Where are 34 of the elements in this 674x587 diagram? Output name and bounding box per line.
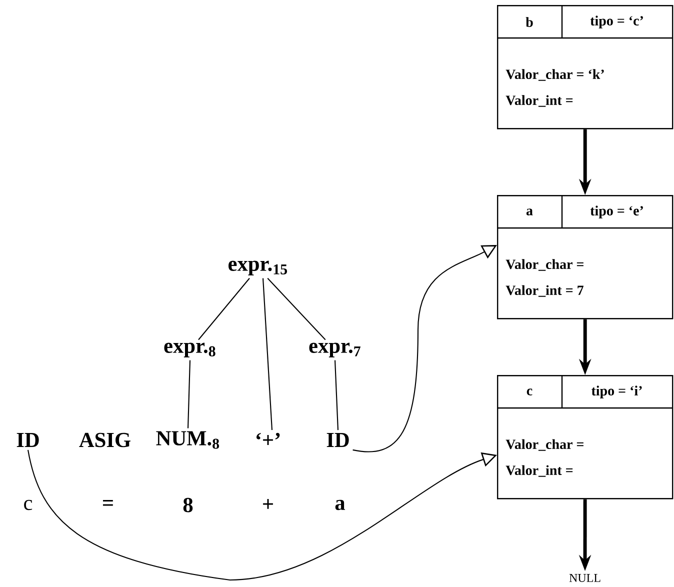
- tree-symbol: ASIG: [79, 432, 130, 448]
- field-text: Valor_int =: [506, 95, 573, 107]
- field-text: Valor_int =: [506, 465, 573, 477]
- record-box: [497, 5, 674, 130]
- token-label: 8: [183, 498, 193, 512]
- token-label: a: [335, 500, 346, 510]
- token-label: =: [103, 500, 113, 506]
- tree-line: [334, 360, 339, 430]
- tree-symbol: expr.$_{8}$: [164, 342, 216, 358]
- record-box: [497, 195, 674, 320]
- record-box: [497, 375, 674, 500]
- tree-symbol: expr.$_{7}$: [309, 342, 360, 358]
- field-text: tipo = ‘i’: [591, 386, 642, 398]
- field-text: Valor_char =: [506, 439, 584, 451]
- null-label: NULL: [569, 574, 600, 582]
- field-text: a: [526, 208, 533, 216]
- field-text: Valor_char =: [506, 259, 584, 271]
- field-text: b: [526, 17, 533, 27]
- tree-line: [187, 360, 191, 428]
- field-text: tipo = ‘e’: [590, 206, 643, 218]
- tree-symbol: ‘+’: [256, 432, 280, 445]
- tree-symbol: expr.$_{15}$: [228, 260, 288, 276]
- tree-symbol: ID: [16, 433, 39, 448]
- tree-line: [198, 278, 250, 340]
- tree-symbol: ID: [326, 433, 349, 448]
- tree-line: [267, 278, 326, 340]
- field-text: tipo = ‘c’: [590, 16, 643, 28]
- token-label: c: [24, 500, 32, 510]
- field-text: Valor_char = ‘k’: [506, 69, 604, 81]
- field-text: c: [526, 388, 532, 396]
- field-text: Valor_int = 7: [506, 285, 584, 297]
- tree-line: [262, 278, 273, 430]
- tree-symbol: NUM.$_{8}$: [156, 431, 220, 449]
- token-label: +: [263, 499, 273, 509]
